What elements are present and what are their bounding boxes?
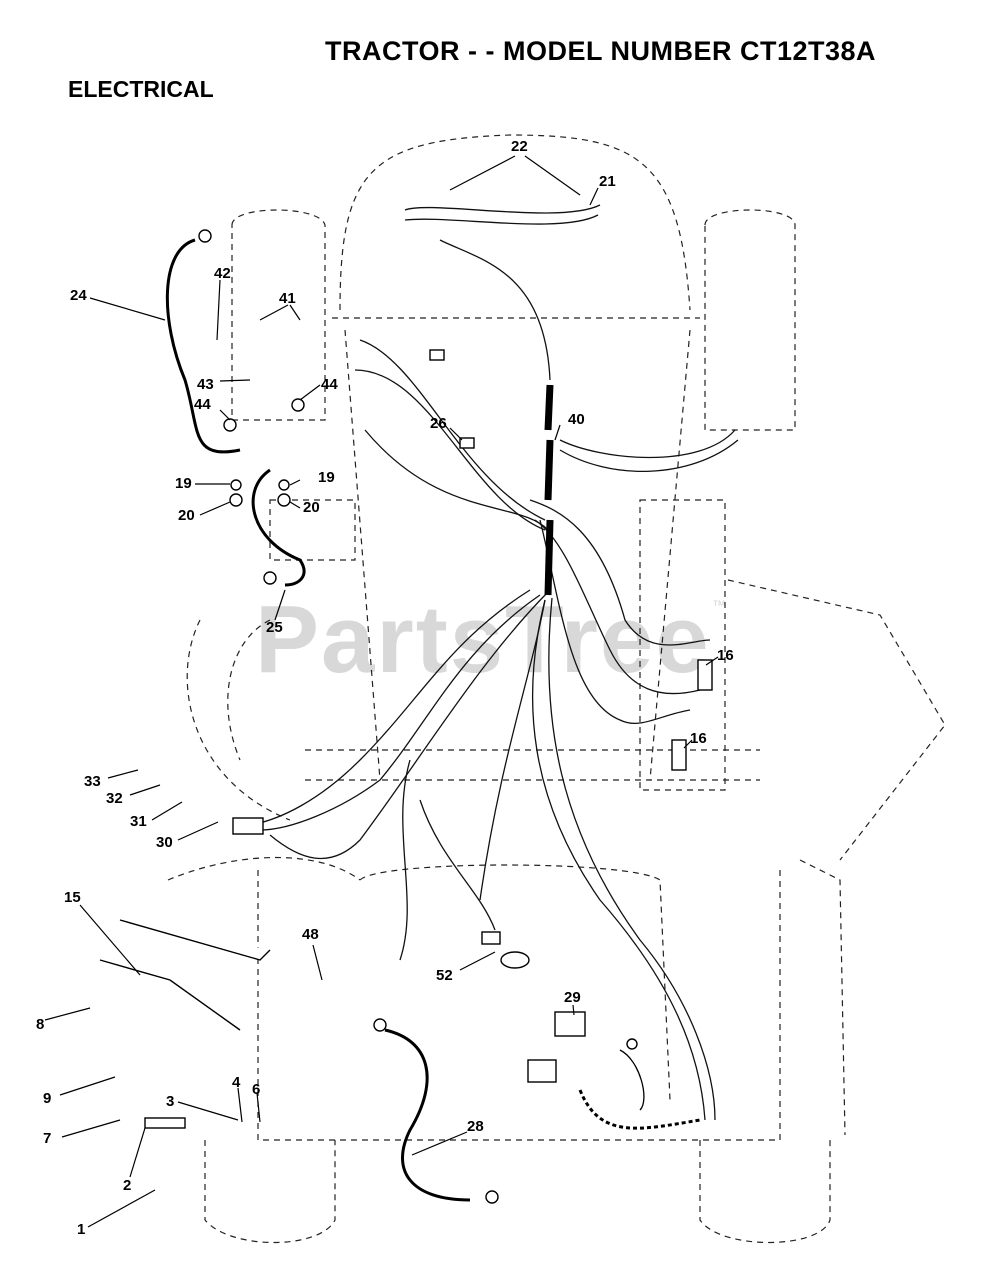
callout-42: 42 — [214, 265, 231, 282]
callout-labels: 22 21 42 41 24 43 44 44 26 40 19 19 20 2… — [36, 138, 734, 1238]
callout-20-right: 20 — [303, 499, 320, 516]
callout-20-left: 20 — [178, 507, 195, 524]
callout-2: 2 — [123, 1177, 131, 1194]
callout-52: 52 — [436, 967, 453, 984]
leader-lines — [44, 155, 719, 1228]
callout-16-upper: 16 — [717, 647, 734, 664]
callout-1: 1 — [77, 1221, 85, 1238]
wiring-harness — [249, 204, 739, 1121]
watermark: PartsTree — [255, 586, 711, 693]
callout-30: 30 — [156, 834, 173, 851]
callout-28: 28 — [467, 1118, 484, 1135]
callout-33: 33 — [84, 773, 101, 790]
callout-43: 43 — [197, 376, 214, 393]
callout-16-lower: 16 — [690, 730, 707, 747]
callout-19-left: 19 — [175, 475, 192, 492]
callout-44-left: 44 — [194, 396, 211, 413]
callout-21: 21 — [599, 173, 616, 190]
page-title: TRACTOR - - MODEL NUMBER CT12T38A — [325, 36, 877, 66]
callout-19-right: 19 — [318, 469, 335, 486]
callout-32: 32 — [106, 790, 123, 807]
callout-15: 15 — [64, 889, 81, 906]
callout-4: 4 — [232, 1074, 241, 1091]
callout-44-right: 44 — [321, 376, 338, 393]
callout-9: 9 — [43, 1090, 51, 1107]
loom-coil — [544, 384, 554, 596]
section-title: ELECTRICAL — [68, 76, 214, 102]
callout-29: 29 — [564, 989, 581, 1006]
callout-7: 7 — [43, 1130, 51, 1147]
callout-40: 40 — [568, 411, 585, 428]
callout-24: 24 — [70, 287, 87, 304]
callout-3: 3 — [166, 1093, 174, 1110]
callout-25: 25 — [266, 619, 283, 636]
callout-6: 6 — [252, 1081, 260, 1098]
small-parts — [99, 229, 713, 1204]
watermark-trademark: ™ — [712, 597, 726, 613]
callout-41: 41 — [279, 290, 296, 307]
battery-cables — [165, 238, 701, 1202]
callout-8: 8 — [36, 1016, 44, 1033]
callout-31: 31 — [130, 813, 147, 830]
callout-22: 22 — [511, 138, 528, 155]
callout-48: 48 — [302, 926, 319, 943]
callout-26: 26 — [430, 415, 447, 432]
